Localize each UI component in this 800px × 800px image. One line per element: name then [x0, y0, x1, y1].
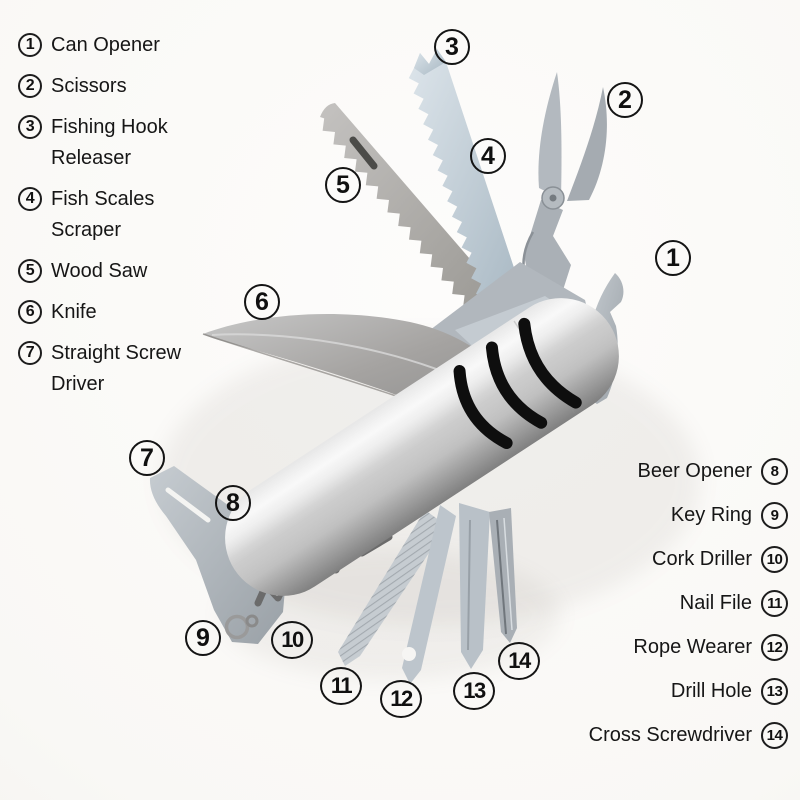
- tool-cross-screwdriver: [489, 508, 517, 643]
- circled-number: 13: [761, 678, 788, 705]
- tool-drill-hole: [459, 503, 490, 669]
- callout-11: 11: [320, 667, 362, 705]
- legend-label: Cork Driller: [652, 548, 752, 570]
- legend-label: Wood Saw: [51, 260, 148, 282]
- callout-1: 1: [655, 240, 691, 276]
- legend-item-straight-screwdriver: 7 Straight Screw Driver: [18, 338, 215, 400]
- callout-2: 2: [607, 82, 643, 118]
- callout-6: 6: [244, 284, 280, 320]
- legend-item-can-opener: 1 Can Opener: [18, 30, 215, 61]
- legend-label: Fishing Hook Releaser: [51, 116, 168, 169]
- circled-number: 12: [761, 634, 788, 661]
- tool-key-ring: [224, 614, 259, 640]
- legend-label: Knife: [51, 301, 97, 323]
- legend-item-cork-driller: Cork Driller 10: [589, 546, 788, 573]
- circled-number: 10: [761, 546, 788, 573]
- circled-number: 9: [761, 502, 788, 529]
- circled-number: 14: [761, 722, 788, 749]
- circled-number: 6: [18, 300, 42, 324]
- callout-12: 12: [380, 680, 422, 718]
- legend-label: Straight Screw Driver: [51, 342, 182, 395]
- legend-item-cross-screwdriver: Cross Screwdriver 14: [589, 722, 788, 749]
- callout-4: 4: [470, 138, 506, 174]
- legend-item-wood-saw: 5 Wood Saw: [18, 256, 215, 287]
- circled-number: 8: [761, 458, 788, 485]
- circled-number: 7: [18, 341, 42, 365]
- legend-item-fish-scales-scraper: 4 Fish Scales Scraper: [18, 184, 215, 246]
- circled-number: 4: [18, 187, 42, 211]
- legend-item-knife: 6 Knife: [18, 297, 215, 328]
- tool-nail-file: [338, 510, 447, 666]
- callout-13: 13: [453, 672, 495, 710]
- legend-right: Beer Opener 8 Key Ring 9 Cork Driller 10…: [589, 458, 788, 766]
- callout-7: 7: [129, 440, 165, 476]
- legend-label: Nail File: [679, 592, 752, 614]
- grip-slots: [453, 317, 582, 450]
- callout-3: 3: [434, 29, 470, 65]
- circled-number: 1: [18, 33, 42, 57]
- legend-label: Cross Screwdriver: [588, 724, 752, 746]
- circled-number: 3: [18, 115, 42, 139]
- legend-item-drill-hole: Drill Hole 13: [589, 678, 788, 705]
- rope-wearer-hole: [402, 647, 416, 661]
- legend-item-nail-file: Nail File 11: [589, 590, 788, 617]
- knife-handle: [225, 298, 619, 596]
- callout-8: 8: [215, 485, 251, 521]
- legend-label: Fish Scales Scraper: [51, 188, 155, 241]
- legend-item-beer-opener: Beer Opener 8: [589, 458, 788, 485]
- circled-number: 2: [18, 74, 42, 98]
- tool-rope-wearer: [402, 505, 456, 684]
- tool-straight-screwdriver: [149, 466, 287, 644]
- tool-wood-saw: [320, 103, 521, 336]
- callout-9: 9: [185, 620, 221, 656]
- legend-label: Beer Opener: [637, 460, 752, 482]
- legend-item-key-ring: Key Ring 9: [589, 502, 788, 529]
- legend-label: Scissors: [51, 75, 127, 97]
- saw-slot: [349, 136, 378, 170]
- callout-10: 10: [271, 621, 313, 659]
- circled-number: 5: [18, 259, 42, 283]
- legend-left: 1 Can Opener 2 Scissors 3 Fishing Hook R…: [18, 30, 215, 410]
- legend-label: Can Opener: [51, 34, 160, 56]
- legend-label: Key Ring: [670, 504, 752, 526]
- callout-14: 14: [498, 642, 540, 680]
- callout-5: 5: [325, 167, 361, 203]
- legend-item-fishing-hook-releaser: 3 Fishing Hook Releaser: [18, 112, 215, 174]
- legend-item-rope-wearer: Rope Wearer 12: [589, 634, 788, 661]
- legend-label: Rope Wearer: [633, 636, 752, 658]
- circled-number: 11: [761, 590, 788, 617]
- legend-label: Drill Hole: [670, 680, 752, 702]
- legend-item-scissors: 2 Scissors: [18, 71, 215, 102]
